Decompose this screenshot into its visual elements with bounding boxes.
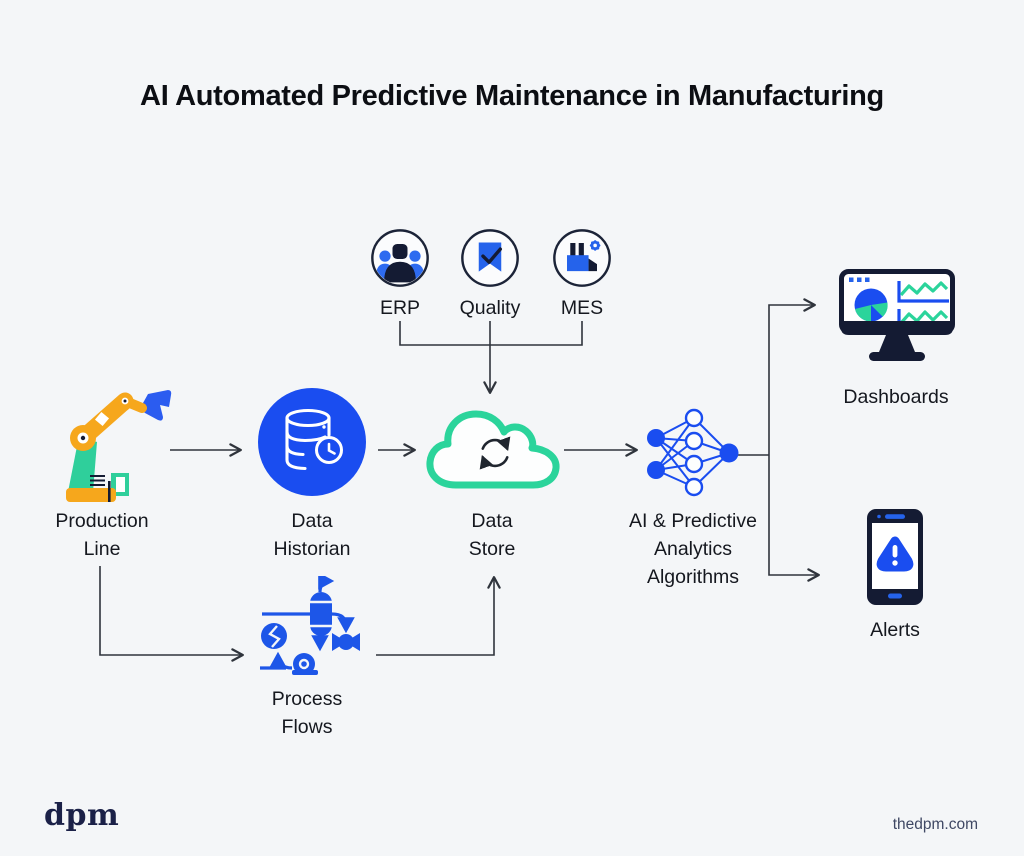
process-flow-icon	[260, 576, 360, 675]
dpm-logo: dpm	[44, 798, 120, 833]
factory-gear-icon	[553, 229, 611, 287]
source-label-erp: ERP	[379, 297, 421, 319]
robot-arm-icon	[66, 390, 172, 502]
database-clock-icon	[258, 388, 366, 496]
website-url: thedpm.com	[892, 816, 978, 833]
people-icon	[371, 229, 429, 287]
page-title: AI Automated Predictive Maintenance in M…	[140, 80, 884, 112]
dashboards-label: Dashboards	[843, 386, 949, 408]
phone-alert-icon	[867, 509, 923, 605]
cloud-sync-icon	[426, 410, 560, 489]
alerts-label: Alerts	[870, 619, 920, 641]
neural-network-icon	[647, 408, 739, 497]
source-label-mes: MES	[560, 297, 604, 319]
monitor-charts-icon	[839, 269, 955, 361]
ai-algorithms-label: AI & Predictive Analytics Algorithms	[629, 510, 757, 588]
source-label-quality: Quality	[459, 297, 521, 319]
quality-badge-icon	[461, 229, 519, 287]
